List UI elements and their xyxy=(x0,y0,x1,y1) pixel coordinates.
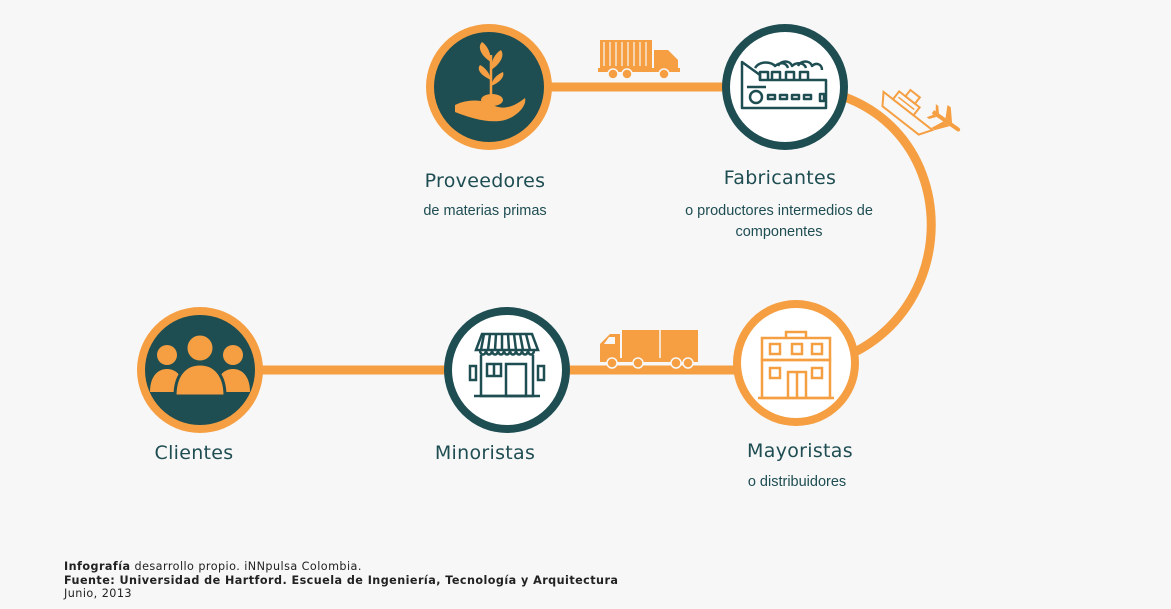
node-proveedores xyxy=(426,24,552,150)
truck-icon xyxy=(600,330,698,369)
node-clientes xyxy=(137,307,263,433)
credits: Infografía desarrollo propio. iNNpulsa C… xyxy=(64,560,618,601)
fabricantes-subtitle: o productores intermedios de componentes xyxy=(685,201,873,243)
node-fabricantes xyxy=(722,24,848,150)
credits-line2: Fuente: Universidad de Hartford. Escuela… xyxy=(64,573,619,587)
fabricantes-subtitle-line2: componentes xyxy=(735,224,823,240)
airplane-icon xyxy=(926,104,961,132)
plant-in-hand-icon xyxy=(455,42,526,122)
clientes-title: Clientes xyxy=(154,442,234,464)
storefront-icon xyxy=(468,332,546,398)
minoristas-title: Minoristas xyxy=(434,442,536,464)
proveedores-subtitle: de materias primas xyxy=(423,203,547,219)
credits-line1: Infografía desarrollo propio. iNNpulsa C… xyxy=(64,560,618,574)
credits-line1-rest: desarrollo propio. iNNpulsa Colombia. xyxy=(130,560,362,573)
node-mayoristas xyxy=(733,300,859,426)
credits-line1-bold: Infografía xyxy=(64,560,131,573)
factory-icon xyxy=(740,60,828,110)
mayoristas-subtitle: o distribuidores xyxy=(747,474,847,490)
truck-icon xyxy=(598,40,680,80)
node-minoristas xyxy=(444,307,570,433)
fabricantes-subtitle-line1: o productores intermedios de xyxy=(685,203,873,219)
warehouse-icon xyxy=(758,330,834,400)
proveedores-title: Proveedores xyxy=(424,170,546,192)
people-group-icon xyxy=(150,332,250,398)
fabricantes-title: Fabricantes xyxy=(723,167,837,189)
credits-line3: Junio, 2013 xyxy=(64,587,132,600)
mayoristas-title: Mayoristas xyxy=(747,440,853,462)
ship-icon xyxy=(881,88,935,136)
